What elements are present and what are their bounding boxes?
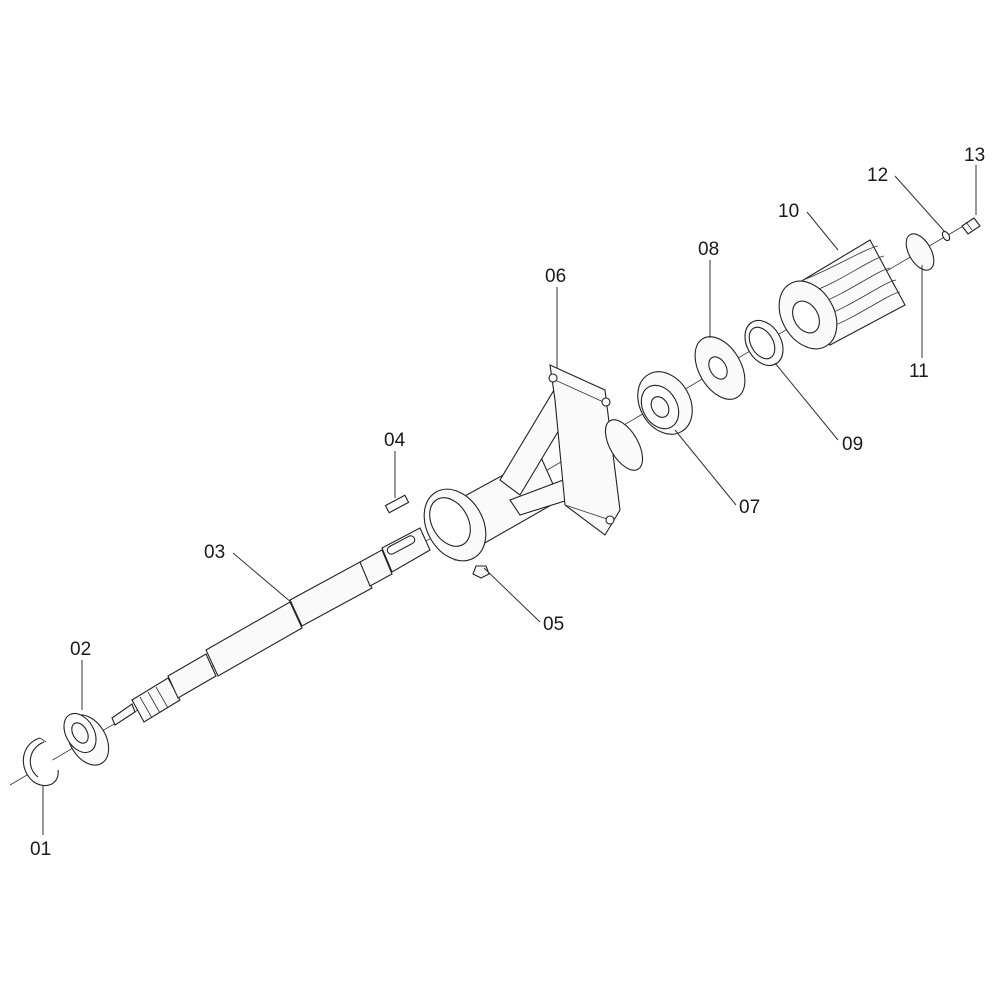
part-05-grease-nipple [472,565,490,579]
leader-lines [42,165,977,835]
part-07-bearing [637,371,693,435]
callout-05: 05 [543,614,564,635]
part-04-key [384,494,410,514]
leader-10 [806,211,839,251]
part-06-housing [423,364,644,562]
callout-13: 13 [964,145,985,166]
leader-09 [774,362,839,441]
part-09-spacer-ring [744,319,784,367]
callout-06: 06 [545,266,566,287]
callout-10: 10 [778,201,799,222]
callout-03: 03 [204,542,225,563]
callout-07: 07 [739,497,760,518]
callout-09: 09 [842,434,863,455]
leader-05 [483,567,541,623]
part-10-pulley [778,239,906,350]
callout-12: 12 [867,165,888,186]
callout-02: 02 [70,639,91,660]
part-01-retaining-ring [22,737,59,787]
callout-11: 11 [909,361,929,382]
leader-03 [232,552,293,604]
part-08-washer [694,336,746,400]
part-12-lock-washer [941,230,951,242]
part-03-shaft [111,527,431,726]
part-02-bearing [63,712,110,766]
leader-07 [674,429,737,506]
part-13-bolt [961,217,981,235]
part-11-washer-disc [905,233,935,271]
callout-labels: 01 02 03 04 05 06 07 08 09 10 11 12 13 [30,145,985,860]
leader-12 [894,175,946,233]
callout-08: 08 [698,239,719,260]
callout-01: 01 [30,839,51,860]
callout-04: 04 [384,430,406,451]
